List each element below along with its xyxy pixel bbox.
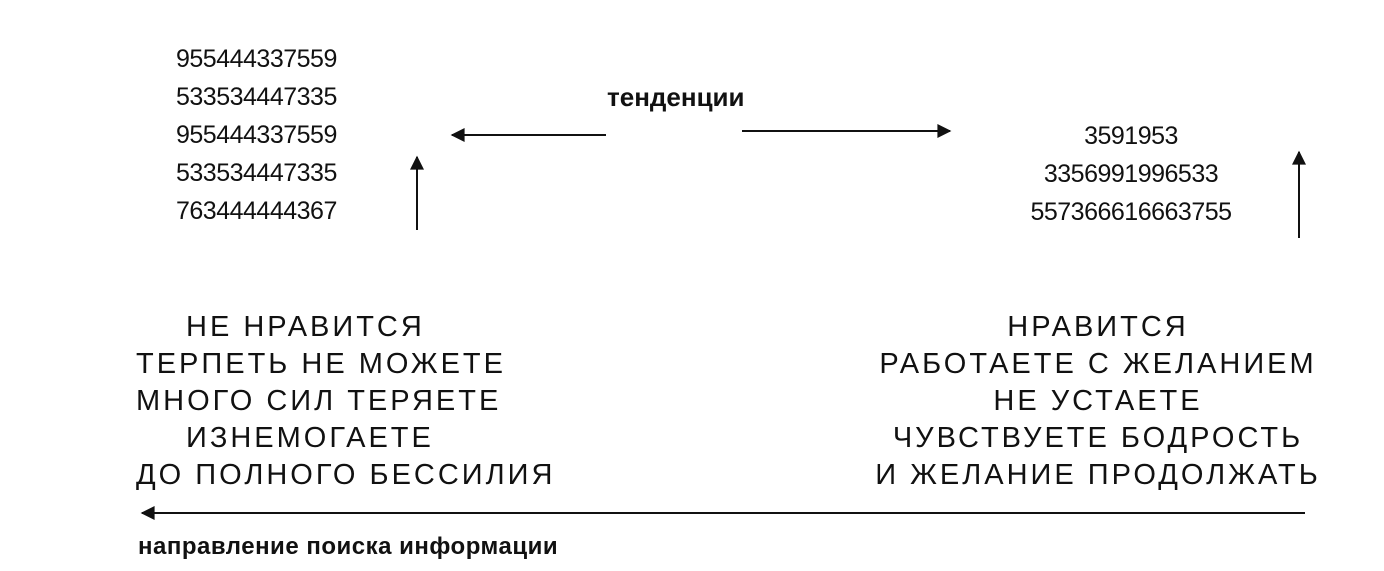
left-number-row: 955444337559 [176, 45, 337, 73]
right-phrase: ЧУВСТВУЕТЕ БОДРОСТЬ [892, 422, 1304, 454]
tendency-label: тенденции [607, 82, 745, 112]
right-phrase: И ЖЕЛАНИЕ ПРОДОЛЖАТЬ [875, 459, 1321, 491]
right-number-sequences: 3591953 3356991996533 557366616663755 [990, 117, 1272, 231]
right-number-row: 557366616663755 [1030, 198, 1232, 226]
right-phrase: РАБОТАЕТЕ С ЖЕЛАНИЕМ [879, 348, 1317, 380]
left-number-sequences: 955444337559 533534447335 955444337559 5… [176, 40, 337, 230]
left-number-row: 533534447335 [176, 159, 337, 187]
right-number-row: 3356991996533 [1043, 160, 1219, 188]
left-number-row: 955444337559 [176, 121, 337, 149]
left-phrase: ДО ПОЛНОГО БЕССИЛИЯ [136, 459, 556, 491]
left-phrase: НЕ НРАВИТСЯ [186, 311, 425, 343]
left-phrase: МНОГО СИЛ ТЕРЯЕТЕ [136, 385, 502, 417]
left-phrase: ИЗНЕМОГАЕТЕ [186, 422, 434, 454]
right-phrase: НРАВИТСЯ [1007, 311, 1189, 343]
left-phrase: ТЕРПЕТЬ НЕ МОЖЕТЕ [136, 348, 506, 380]
left-phrases: НЕ НРАВИТСЯ ТЕРПЕТЬ НЕ МОЖЕТЕ МНОГО СИЛ … [136, 309, 555, 494]
search-direction-label: направление поиска информации [138, 533, 559, 560]
right-phrases: НРАВИТСЯ РАБОТАЕТЕ С ЖЕЛАНИЕМ НЕ УСТАЕТЕ… [848, 309, 1348, 494]
right-phrase: НЕ УСТАЕТЕ [993, 385, 1203, 417]
left-number-row: 763444444367 [176, 197, 337, 225]
right-number-row: 3591953 [1084, 122, 1178, 150]
left-number-row: 533534447335 [176, 83, 337, 111]
